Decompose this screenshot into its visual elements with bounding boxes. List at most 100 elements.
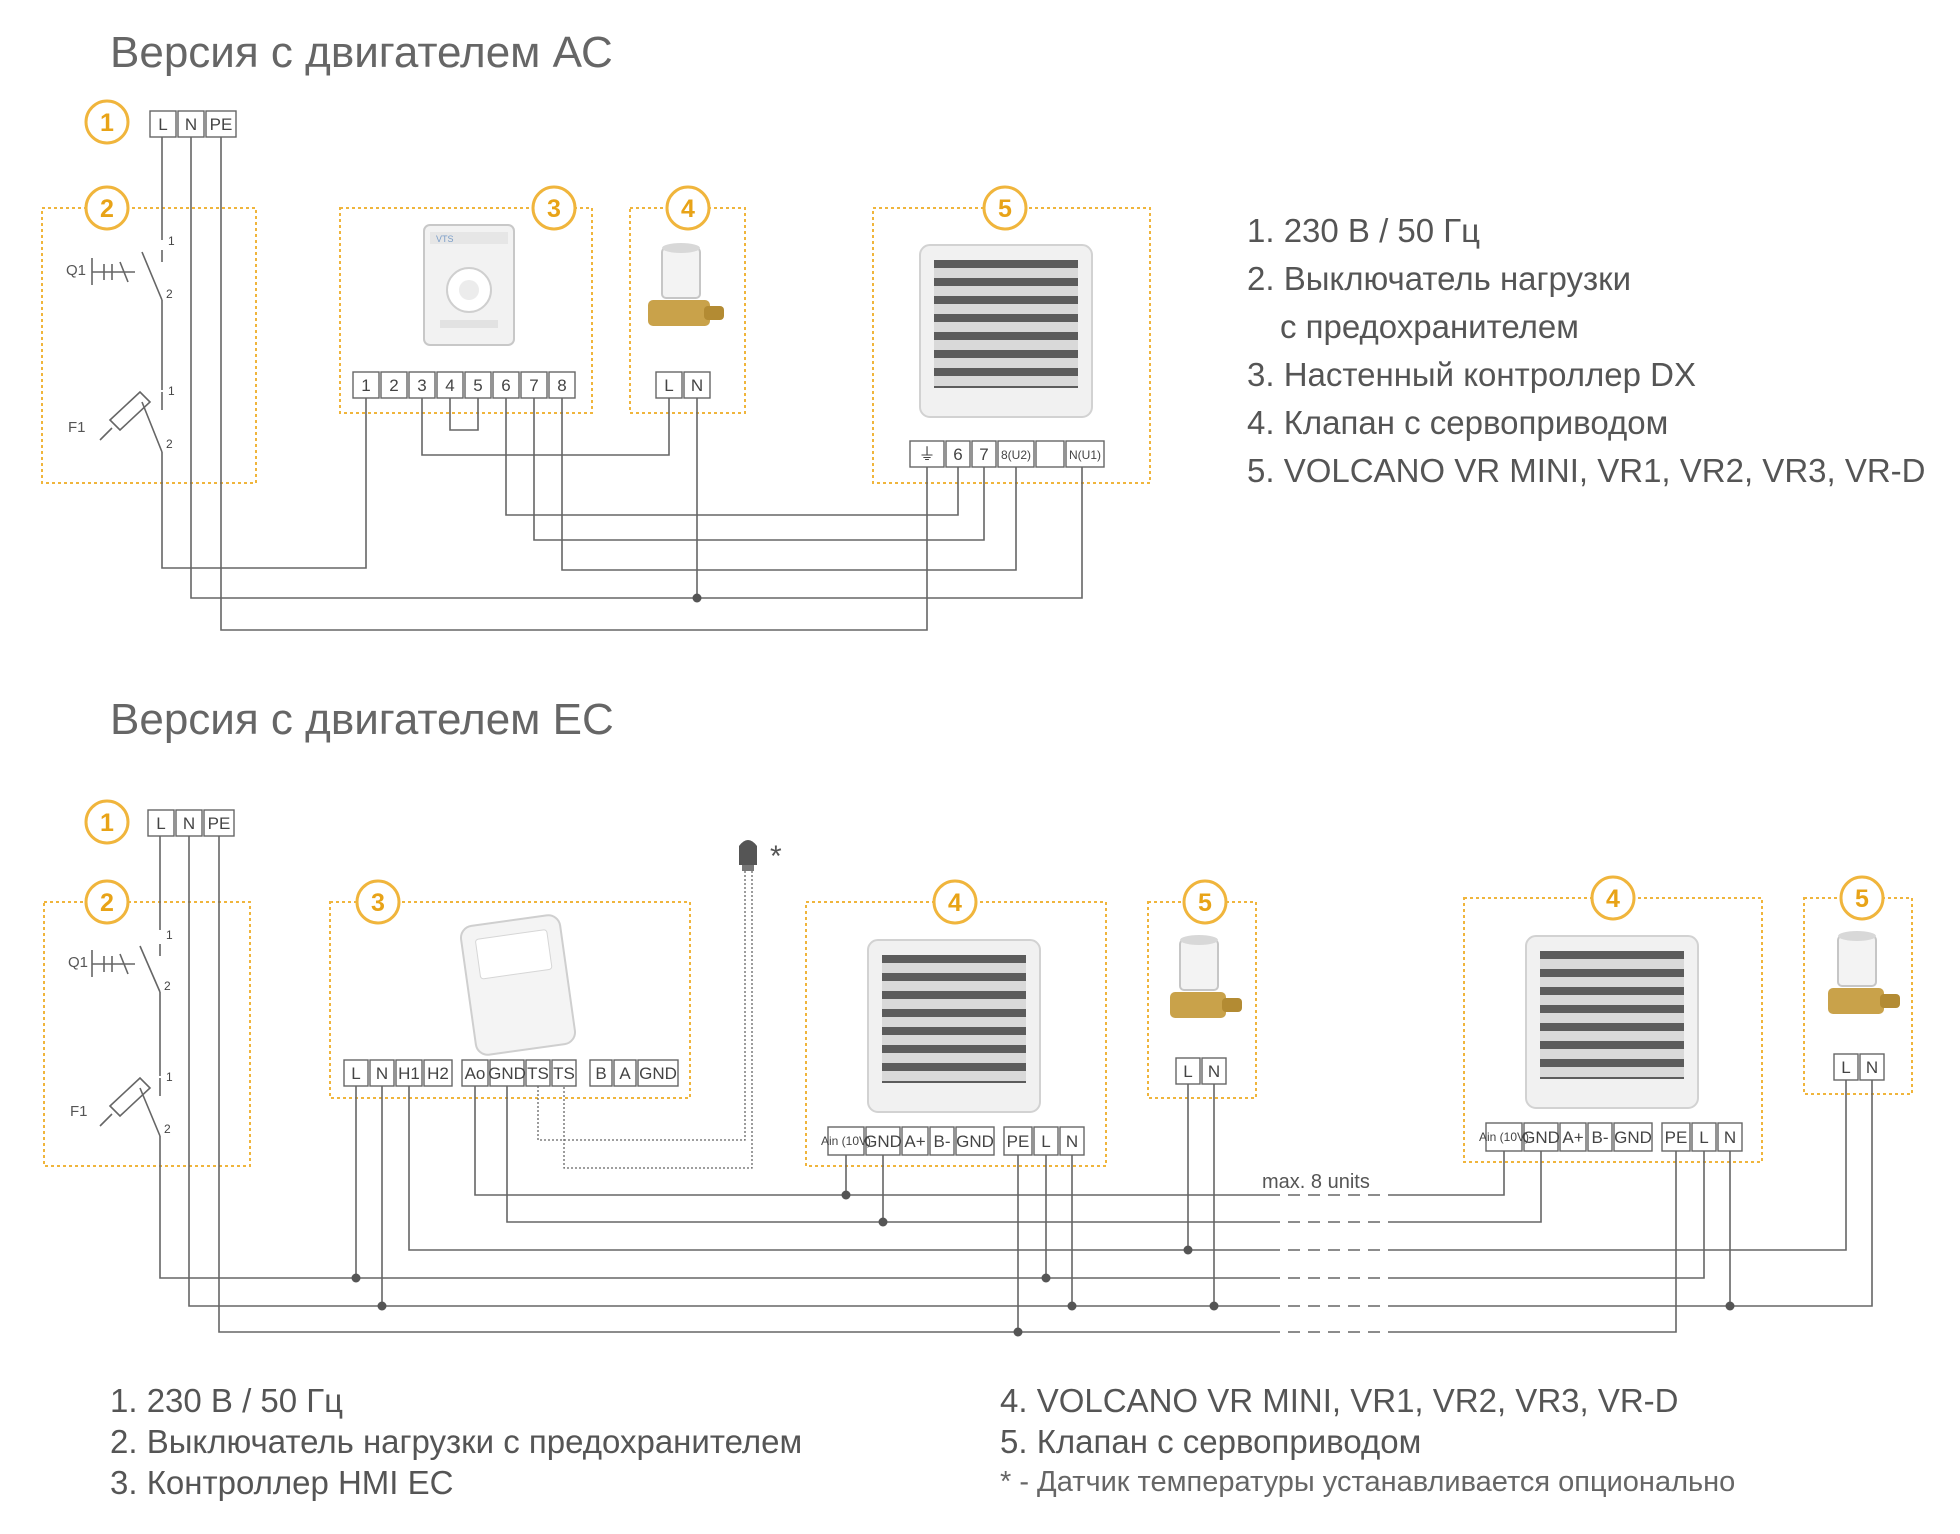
ec-valve-1-image <box>1170 935 1242 1018</box>
svg-text:GND: GND <box>864 1132 902 1151</box>
ac-power-terminals: L N PE <box>149 110 237 138</box>
svg-text:5. Клапан с сервоприводом: 5. Клапан с сервоприводом <box>1000 1423 1421 1460</box>
ec-badge-5: 5 <box>1182 879 1228 925</box>
svg-text:N: N <box>1724 1128 1736 1147</box>
svg-text:L: L <box>156 814 165 833</box>
svg-text:N: N <box>1066 1132 1078 1151</box>
ac-switch-symbol: Q1 F1 1 2 1 2 <box>66 234 175 453</box>
svg-text:Ain (10V): Ain (10V) <box>1479 1130 1529 1144</box>
svg-text:PE: PE <box>208 814 231 833</box>
svg-text:N: N <box>1208 1062 1220 1081</box>
svg-text:2. Выключатель нагрузки с пре: 2. Выключатель нагрузки с предохранителе… <box>110 1423 802 1460</box>
ac-switch-box <box>41 207 257 484</box>
svg-text:4: 4 <box>681 195 695 223</box>
svg-text:1: 1 <box>166 1070 173 1084</box>
svg-text:4: 4 <box>445 376 454 395</box>
svg-text:Ao: Ao <box>465 1064 486 1083</box>
svg-text:7: 7 <box>979 445 988 464</box>
svg-text:5. VOLCANO VR MINI, VR1, VR2,: 5. VOLCANO VR MINI, VR1, VR2, VR3, VR-D <box>1247 452 1926 489</box>
ec-badge-1: 1 <box>84 799 130 845</box>
temperature-sensor-icon: * <box>537 840 782 1169</box>
ec-hmi-box <box>329 901 691 1099</box>
ac-badge-4: 4 <box>665 185 711 231</box>
ac-badge-1: 1 <box>84 99 130 145</box>
svg-text:L: L <box>1841 1058 1850 1077</box>
ac-valve-image <box>648 243 724 326</box>
ec-badge-5b: 5 <box>1839 875 1885 921</box>
ac-valve-terminals: L N <box>655 371 711 399</box>
svg-text:3. Настенный контроллер DX: 3. Настенный контроллер DX <box>1247 356 1696 393</box>
svg-text:1: 1 <box>361 376 370 395</box>
svg-text:8(U2): 8(U2) <box>1001 448 1031 462</box>
svg-text:N: N <box>691 376 703 395</box>
ec-heater-1-image <box>867 939 1041 1113</box>
ec-valve-2-image <box>1828 931 1900 1014</box>
ac-heater-terminals: ⏚ 6 7 8(U2) N(U1) <box>909 440 1105 468</box>
ec-badge-3: 3 <box>355 879 401 925</box>
svg-text:5: 5 <box>1198 889 1212 917</box>
svg-text:7: 7 <box>529 376 538 395</box>
ec-hmi-controller-image <box>459 914 577 1056</box>
svg-text:⏚: ⏚ <box>919 445 936 464</box>
svg-text:5: 5 <box>1855 885 1869 913</box>
svg-text:VTS: VTS <box>436 234 454 244</box>
svg-text:N(U1): N(U1) <box>1069 448 1101 462</box>
ec-hmi-terminals: L N H1 H2 Ao GND TS TS B A GND <box>343 1059 679 1087</box>
svg-text:B-: B- <box>1592 1128 1609 1147</box>
ec-power-terminals: L N PE <box>147 809 235 837</box>
ec-legend: 1. 230 В / 50 Гц 2. Выключатель нагрузки… <box>110 1382 1735 1501</box>
ec-heater-2-image <box>1525 935 1699 1109</box>
svg-text:6: 6 <box>501 376 510 395</box>
svg-text:A: A <box>619 1064 631 1083</box>
svg-text:H2: H2 <box>427 1064 449 1083</box>
svg-text:1. 230 В / 50 Гц: 1. 230 В / 50 Гц <box>1247 212 1480 249</box>
svg-text:*: * <box>770 840 782 873</box>
ac-badge-3: 3 <box>531 185 577 231</box>
svg-text:L: L <box>1183 1062 1192 1081</box>
svg-text:3: 3 <box>417 376 426 395</box>
svg-text:2: 2 <box>164 979 171 993</box>
svg-text:5: 5 <box>473 376 482 395</box>
svg-text:TS: TS <box>527 1064 549 1083</box>
svg-text:Q1: Q1 <box>68 954 88 971</box>
ac-valve-box <box>629 207 746 414</box>
ac-legend: 1. 230 В / 50 Гц 2. Выключатель нагрузки… <box>1247 212 1926 489</box>
svg-text:B-: B- <box>934 1132 951 1151</box>
svg-text:N: N <box>185 115 197 134</box>
svg-text:2: 2 <box>389 376 398 395</box>
svg-text:2: 2 <box>100 889 114 917</box>
svg-text:2. Выключатель нагрузки: 2. Выключатель нагрузки <box>1247 260 1631 297</box>
ec-wiring <box>159 836 1873 1337</box>
ec-valve-1-terminals: L N <box>1175 1057 1227 1085</box>
svg-text:B: B <box>595 1064 606 1083</box>
ac-heater-image <box>919 244 1093 418</box>
svg-text:PE: PE <box>1007 1132 1030 1151</box>
svg-text:1: 1 <box>168 384 175 398</box>
ac-controller-box <box>339 207 593 414</box>
svg-text:L: L <box>1699 1128 1708 1147</box>
svg-text:PE: PE <box>1665 1128 1688 1147</box>
svg-text:TS: TS <box>553 1064 575 1083</box>
svg-text:с предохранителем: с предохранителем <box>1280 308 1579 345</box>
svg-text:F1: F1 <box>68 419 86 436</box>
ec-heater-2-terminals: Ain (10V) GND A+ B- GND PE L N <box>1479 1122 1743 1152</box>
svg-text:GND: GND <box>1522 1128 1560 1147</box>
svg-text:2: 2 <box>166 287 173 301</box>
ec-valve-2-terminals: L N <box>1833 1053 1885 1081</box>
svg-text:N: N <box>376 1064 388 1083</box>
svg-text:A+: A+ <box>1562 1128 1583 1147</box>
svg-text:GND: GND <box>639 1064 677 1083</box>
max-units-label: max. 8 units <box>1262 1171 1370 1193</box>
ac-wiring <box>161 137 1083 631</box>
svg-text:1: 1 <box>166 928 173 942</box>
svg-text:1. 230 В / 50 Гц: 1. 230 В / 50 Гц <box>110 1382 343 1419</box>
ac-controller-terminals: 1 2 3 4 5 6 7 8 <box>352 371 576 399</box>
svg-text:2: 2 <box>164 1122 171 1136</box>
svg-text:GND: GND <box>488 1064 526 1083</box>
svg-text:A+: A+ <box>904 1132 925 1151</box>
ec-badge-2: 2 <box>84 879 130 925</box>
ec-switch-symbol: Q1 F1 1 2 1 2 <box>68 928 173 1137</box>
svg-text:* - Датчик температуры устанав: * - Датчик температуры устанавливается о… <box>1000 1466 1735 1498</box>
ec-switch-box <box>43 901 251 1167</box>
